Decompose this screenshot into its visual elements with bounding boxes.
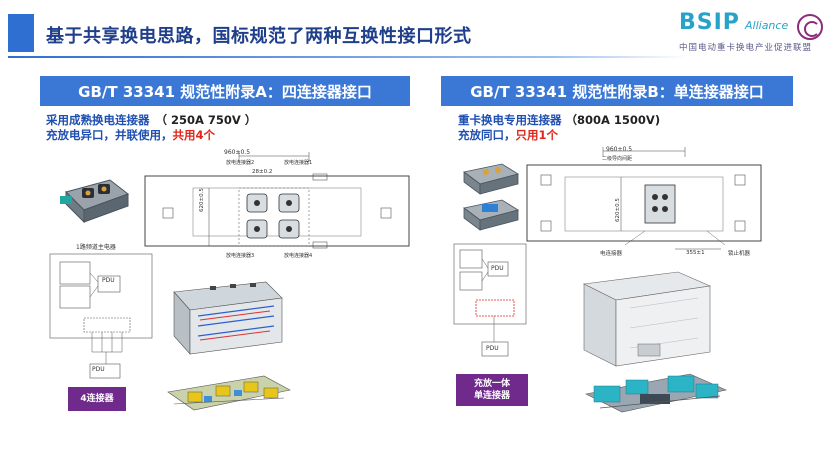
mounting-frame-3d-b	[585, 373, 727, 413]
wiring-schematic-b	[453, 243, 527, 357]
logo-org-name: 中国电动重卡换电产业促进联盟	[679, 43, 813, 53]
bsip-alliance-logo: BSIP Alliance 中国电动重卡换电产业促进联盟	[679, 10, 825, 58]
logo-wordmark: BSIP	[679, 10, 740, 35]
drawing-a-label-1: 放电连接器2	[226, 160, 255, 166]
panel-b-line2: 充放同口，	[458, 128, 516, 142]
wiring-schematic-a	[49, 253, 153, 379]
panel-b-line1: 重卡换电专用连接器	[458, 113, 562, 127]
schematic-b-block: PDU	[491, 265, 504, 272]
connector-photo-a-caption: 1路频道主电器	[76, 244, 116, 251]
logo-suffix: Alliance	[745, 19, 789, 32]
panel-a-description: 采用成熟换电连接器 （ 250A 750V ） 充放电异口，并联使用，共用4个	[46, 113, 256, 143]
caption-single-connector: 充放一体 单连接器	[456, 374, 528, 406]
panel-a-heading: GB/T 33341 规范性附录A：四连接器接口	[40, 76, 410, 106]
panel-b-spec: （800A 1500V)	[565, 113, 661, 127]
drawing-a-dim-top: 960±0.5	[224, 149, 251, 156]
drawing-b-dim-side: 620±0.5	[615, 198, 621, 222]
page-title: 基于共享换电思路，国标规范了两种互换性接口形式	[46, 26, 472, 47]
panel-a-spec: （ 250A 750V ）	[155, 113, 257, 127]
panel-a-highlight: 共用4个	[172, 128, 216, 142]
mounting-frame-3d-a	[167, 375, 291, 411]
drawing-b-dim-top: 960±0.5	[606, 146, 633, 153]
drawing-b-dim-sub: 二级导向间距	[602, 156, 633, 162]
panel-a-line1: 采用成熟换电连接器	[46, 113, 150, 127]
panel-b-heading: GB/T 33341 规范性附录B：单连接器接口	[441, 76, 793, 106]
caption-b-line1: 充放一体	[473, 379, 510, 389]
title-accent-bar	[8, 14, 34, 52]
caption-four-connectors: 4连接器	[68, 387, 126, 411]
panel-b-highlight: 只用1个	[515, 128, 559, 142]
caption-b-line2: 单连接器	[473, 391, 510, 401]
drawing-a-label-4: 放电连接器4	[284, 253, 313, 259]
alliance-emblem-icon	[797, 14, 823, 40]
drawing-a-dim-side: 620±0.5	[199, 188, 205, 212]
interface-drawing-b	[526, 147, 762, 250]
drawing-a-label-3: 放电连接器3	[226, 253, 255, 259]
connector-photo-b	[463, 163, 519, 231]
battery-rack-3d-a	[173, 281, 283, 355]
drawing-a-label-2: 放电连接器1	[284, 160, 313, 166]
drawing-b-label-right: 锁止机器	[728, 251, 751, 257]
drawing-b-label-left: 电连接器	[600, 251, 623, 257]
interface-drawing-a	[144, 152, 410, 249]
title-divider	[8, 56, 688, 58]
schematic-a-block: PDU	[102, 277, 115, 284]
drawing-a-dim-inner: 28±0.2	[252, 169, 273, 175]
drawing-b-dim-bottom: 355±1	[686, 250, 705, 256]
battery-box-3d-b	[582, 271, 712, 367]
schematic-b-pdu: PDU	[486, 345, 499, 352]
panel-a-line2: 充放电异口，并联使用，	[46, 128, 173, 142]
connector-photo-a	[60, 179, 130, 224]
schematic-a-pdu: PDU	[92, 366, 105, 373]
panel-b-description: 重卡换电专用连接器（800A 1500V) 充放同口，只用1个	[458, 113, 660, 143]
